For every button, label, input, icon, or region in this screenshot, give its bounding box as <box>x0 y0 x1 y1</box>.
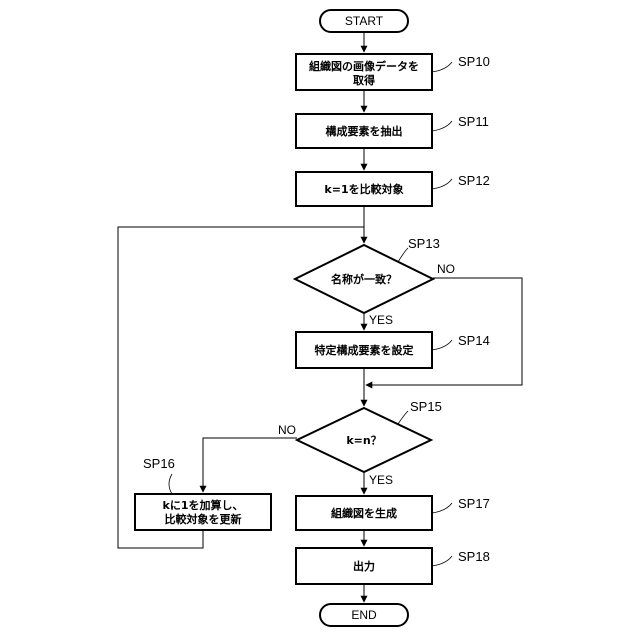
sp16-callout <box>169 474 172 494</box>
sp16-text-line2: 比較対象を更新 <box>165 512 242 526</box>
end-label: END <box>351 608 377 622</box>
sp14-text: 特定構成要素を設定 <box>315 343 414 357</box>
sp14-step-label: SP14 <box>458 333 490 348</box>
sp18-text: 出力 <box>353 559 375 573</box>
sp13-yes-label: YES <box>369 313 393 327</box>
sp13-callout <box>398 248 408 262</box>
sp12-callout <box>432 179 452 189</box>
sp11-step-label: SP11 <box>458 114 489 129</box>
sp11-text: 構成要素を抽出 <box>326 124 403 138</box>
sp13-no-label: NO <box>437 262 455 276</box>
sp15-text: k=n？ <box>346 434 381 447</box>
sp18-step-label: SP18 <box>458 549 490 564</box>
sp16-text-line1: kに1を加算し、 <box>163 498 244 512</box>
sp18-callout <box>432 556 452 566</box>
sp13-step-label: SP13 <box>408 236 440 251</box>
sp10-text-line1: 組織図の画像データを <box>309 59 419 73</box>
sp12-step-label: SP12 <box>458 173 490 188</box>
sp14-callout <box>432 340 452 350</box>
sp10-text-line2: 取得 <box>353 73 375 87</box>
sp13-text: 名称が一致？ <box>331 272 397 286</box>
sp17-step-label: SP17 <box>458 496 490 511</box>
sp12-text: k=1を比較対象 <box>324 182 403 196</box>
sp11-callout <box>432 121 452 131</box>
sp16-step-label: SP16 <box>143 456 175 471</box>
sp17-text: 組織図を生成 <box>331 506 397 520</box>
sp17-callout <box>432 503 452 513</box>
sp10-step-label: SP10 <box>458 54 490 69</box>
sp15-step-label: SP15 <box>410 399 442 414</box>
sp15-no-label: NO <box>278 423 296 437</box>
sp15-yes-label: YES <box>369 473 393 487</box>
start-label: START <box>345 14 384 28</box>
arrow-sp15-no-sp16 <box>203 438 297 492</box>
sp10-callout <box>432 62 452 72</box>
sp15-callout <box>398 411 408 424</box>
